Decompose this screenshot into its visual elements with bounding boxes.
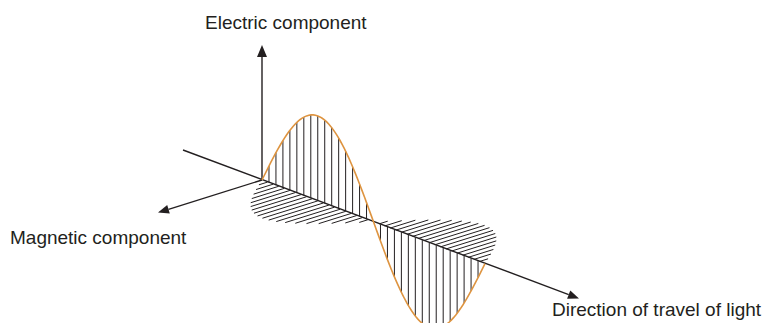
magnetic-hatch-line xyxy=(262,201,317,218)
magnetic-hatch-line xyxy=(254,186,279,194)
magnetic-hatch-line xyxy=(407,220,452,234)
electric-hatch-line xyxy=(429,243,430,323)
electric-hatch-line xyxy=(415,237,416,316)
electric-hatch-line xyxy=(464,256,465,303)
electric-hatch-line xyxy=(387,227,388,260)
electric-hatch-line xyxy=(275,153,276,186)
electric-hatch-line xyxy=(345,151,346,211)
magnetic-hatch-line xyxy=(295,209,340,223)
electric-hatch-line xyxy=(324,120,325,203)
magnetic-hatch-line xyxy=(285,207,334,222)
electric-hatch-line xyxy=(394,230,395,277)
magnetic-hatch-line xyxy=(474,254,491,259)
magnetic-hatch-line xyxy=(468,249,493,257)
magnetic-hatch-line xyxy=(252,195,301,210)
electric-hatch-line xyxy=(317,116,318,201)
electric-hatch-line xyxy=(338,138,339,209)
electric-hatch-line xyxy=(443,248,444,323)
electric-hatching xyxy=(269,115,478,323)
electric-hatch-line xyxy=(450,251,451,322)
electric-hatch-line xyxy=(268,166,269,183)
electric-hatch-line xyxy=(457,253,458,313)
electric-hatch-line xyxy=(359,184,360,217)
electric-hatch-line xyxy=(303,117,304,196)
electric-hatch-line xyxy=(352,167,353,214)
axis-label: Direction of travel of light xyxy=(552,299,761,321)
electric-hatch-line xyxy=(331,128,332,207)
travel-axis xyxy=(183,150,569,295)
axis-label: Magnetic component xyxy=(10,227,186,249)
magnetic-hatch-line xyxy=(390,220,415,228)
electric-hatch-line xyxy=(408,235,409,306)
axis-label: Electric component xyxy=(205,12,367,34)
magnetic-hatch-line xyxy=(446,234,495,249)
electric-hatch-line xyxy=(422,240,423,323)
electric-hatch-line xyxy=(310,115,311,198)
electric-hatch-line xyxy=(478,261,479,278)
electric-wave xyxy=(262,115,485,323)
electric-hatch-line xyxy=(401,232,402,292)
electric-hatch-line xyxy=(282,141,283,188)
magnetic-hatch-line xyxy=(251,193,296,207)
electric-arrowhead xyxy=(257,45,267,57)
magnetic-hatch-line xyxy=(359,220,368,223)
magnetic-axis xyxy=(169,180,263,209)
electric-hatch-line xyxy=(289,130,290,190)
magnetic-hatch-line xyxy=(452,237,497,251)
magnetic-arrowhead xyxy=(158,205,170,214)
magnetic-hatch-line xyxy=(332,216,357,224)
magnetic-hatch-line xyxy=(259,182,268,185)
electric-hatch-line xyxy=(436,245,437,323)
electric-hatch-line xyxy=(296,122,297,193)
electric-axis xyxy=(261,56,262,180)
travel-arrowhead xyxy=(567,290,579,298)
electric-hatch-line xyxy=(471,258,472,291)
magnetic-hatch-line xyxy=(413,221,462,236)
magnetic-hatch-line xyxy=(429,225,484,242)
